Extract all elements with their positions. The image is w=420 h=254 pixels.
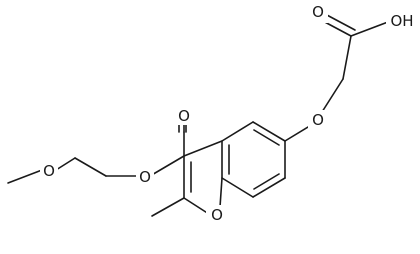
bond-carbonyl-ester-o (149, 155, 185, 177)
bond-ch2-cooh (342, 35, 352, 80)
ether-oxygen-label: O (43, 162, 55, 180)
bonds (7, 13, 389, 217)
bond-c3a-c4 (221, 121, 254, 142)
bond-ch2-ether-o (55, 157, 76, 171)
bond-o1-c7a (219, 177, 223, 208)
bond-c3a-c3 (183, 140, 223, 157)
acid-carbonyl-oxygen-label: O (312, 3, 324, 21)
bond-ether-o-methyl (7, 169, 43, 184)
bond-c6-c7 (252, 177, 286, 198)
bond-c4-c5 (252, 121, 286, 142)
carbonyl-oxygen-label: O (178, 107, 190, 125)
aryl-ether-oxygen-label: O (312, 111, 324, 129)
furan-oxygen-label: O (211, 206, 223, 224)
bond-c7-c7a (221, 177, 254, 198)
bond-aryl-o-ch2 (321, 78, 344, 113)
bond-ch2-ch2 (74, 157, 107, 177)
bond-cooh-double-b (324, 13, 356, 31)
bond-c6-c7-inner (253, 173, 280, 190)
bond-cooh-oh (350, 21, 389, 37)
hydroxyl-label: OH (390, 12, 413, 30)
ester-oxygen-label: O (139, 168, 151, 186)
bond-c4-c5-inner (253, 129, 280, 146)
bond-c2-methyl (151, 197, 185, 217)
atom-labels: O O O O O O OH (40, 3, 418, 225)
